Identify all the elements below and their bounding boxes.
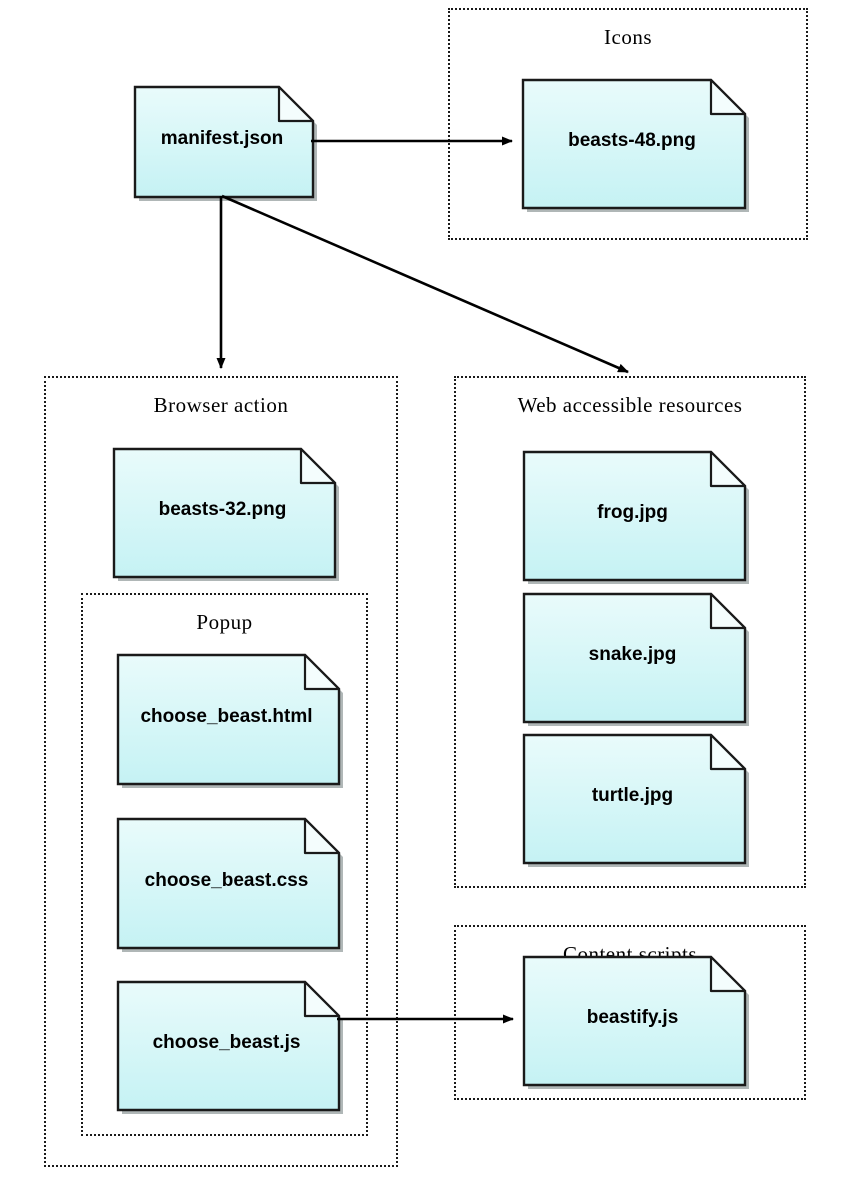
file-node-shape: [521, 78, 749, 212]
group-label-browser: Browser action: [153, 393, 289, 417]
group-popup: [81, 593, 368, 1136]
file-node-shape: [522, 733, 749, 867]
group-webres: [454, 376, 806, 888]
file-node-shape: [522, 592, 749, 726]
file-node-cbcss[interactable]: choose_beast.css: [116, 817, 343, 952]
file-node-shape: [522, 450, 749, 584]
file-node-shape: [522, 955, 749, 1089]
file-node-shape: [116, 980, 343, 1114]
file-node-shape: [112, 447, 339, 581]
group-label-icons: Icons: [604, 25, 652, 49]
file-node-shape: [116, 653, 343, 788]
file-node-shape: [116, 817, 343, 952]
group-label-popup: Popup: [196, 610, 253, 634]
file-node-frog[interactable]: frog.jpg: [522, 450, 749, 584]
group-label-webres: Web accessible resources: [517, 393, 743, 417]
edge-manifest-to-webres: [221, 194, 629, 374]
file-node-turtle[interactable]: turtle.jpg: [522, 733, 749, 867]
file-node-beasts32[interactable]: beasts-32.png: [112, 447, 339, 581]
group-content: [454, 925, 806, 1100]
group-browser: [44, 376, 398, 1167]
file-node-cbhtml[interactable]: choose_beast.html: [116, 653, 343, 788]
group-icons: [448, 8, 808, 240]
file-node-shape: [133, 85, 317, 201]
